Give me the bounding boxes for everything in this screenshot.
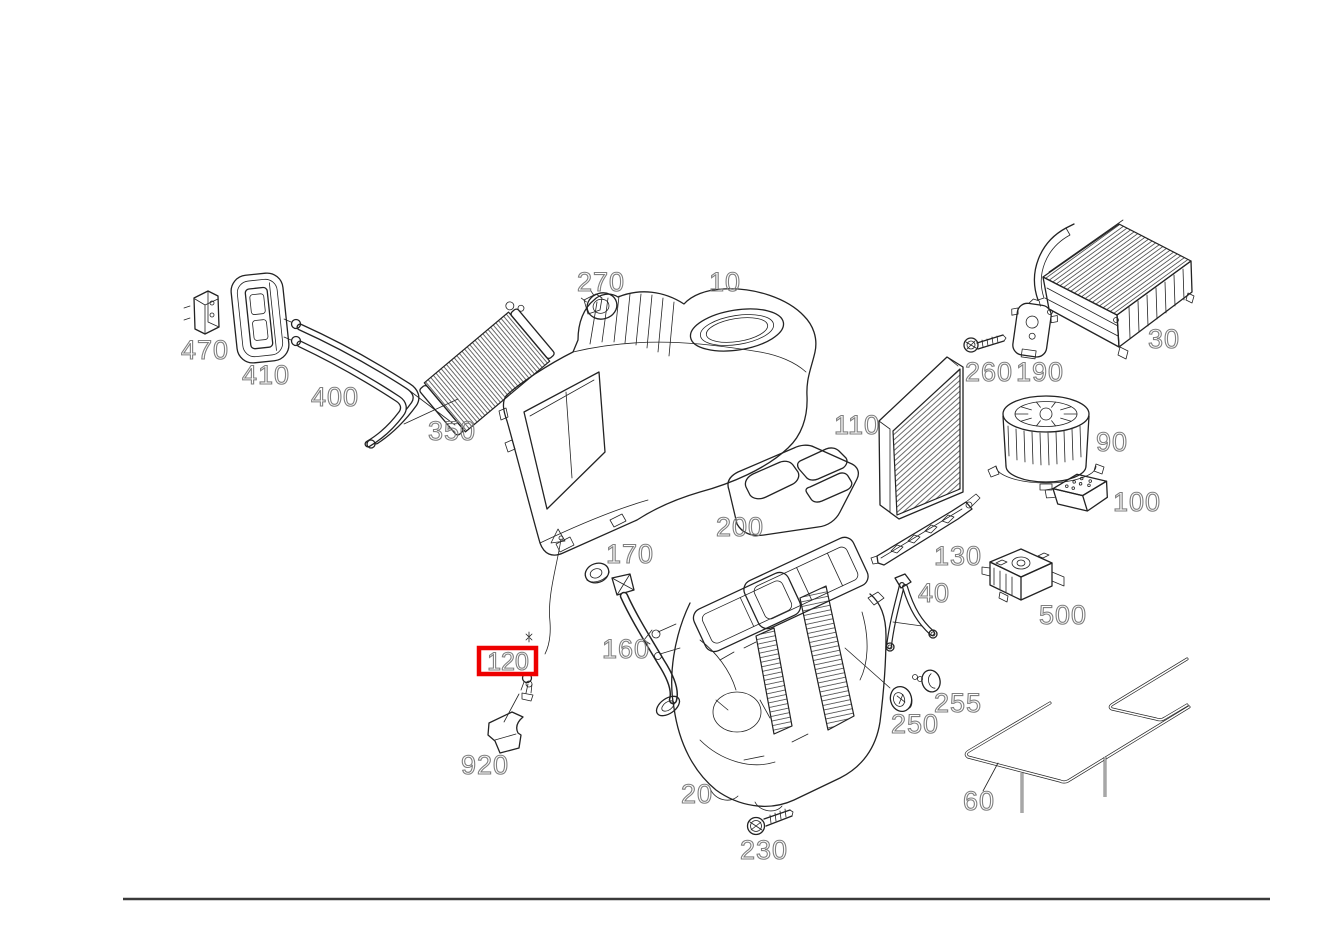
part-label-350[interactable]: 350: [427, 415, 476, 446]
part-label-500[interactable]: 500: [1038, 599, 1087, 630]
part-drawing-500: [981, 548, 1065, 603]
part-drawing-255: [912, 669, 941, 693]
part-label-130[interactable]: 130: [933, 540, 982, 571]
part-label-160[interactable]: 160: [601, 633, 650, 664]
part-label-260[interactable]: 260: [964, 356, 1013, 387]
part-drawing-200: [727, 444, 859, 537]
part-drawing-190: [1011, 298, 1058, 360]
part-label-200[interactable]: 200: [715, 511, 764, 542]
part-label-410[interactable]: 410: [241, 359, 290, 390]
part-drawing-160: [611, 573, 681, 717]
part-drawing-120: [503, 535, 564, 723]
part-drawing-30: [1033, 219, 1195, 360]
part-label-170[interactable]: 170: [605, 538, 654, 569]
part-label-10[interactable]: 10: [708, 266, 741, 297]
part-drawing-110: [878, 356, 964, 520]
part-drawing-40: [885, 573, 938, 652]
part-drawing-410: [230, 272, 290, 364]
part-label-40[interactable]: 40: [917, 577, 950, 608]
part-drawing-470: [183, 290, 220, 335]
part-label-270[interactable]: 270: [576, 266, 625, 297]
part-label-20[interactable]: 20: [680, 778, 713, 809]
part-drawing-130: [870, 493, 981, 566]
part-drawing-10: [498, 288, 817, 556]
part-label-250[interactable]: 250: [890, 708, 939, 739]
part-drawing-90: [987, 395, 1105, 491]
part-label-100[interactable]: 100: [1112, 486, 1161, 517]
part-drawing-20: [643, 536, 891, 812]
part-drawing-350: [419, 301, 555, 436]
part-label-110[interactable]: 110: [833, 409, 880, 440]
part-drawing-60: [964, 657, 1191, 813]
part-label-920[interactable]: 920: [460, 749, 509, 780]
part-label-90[interactable]: 90: [1095, 426, 1128, 457]
part-label-190[interactable]: 190: [1015, 356, 1064, 387]
part-drawing-920: [487, 711, 524, 754]
highlight-box-120[interactable]: [476, 645, 539, 677]
part-label-60[interactable]: 60: [962, 785, 995, 816]
part-label-30[interactable]: 30: [1147, 323, 1180, 354]
part-label-255[interactable]: 255: [933, 687, 982, 718]
part-drawing-260: [963, 334, 1007, 353]
part-drawing-400: [283, 318, 459, 449]
part-drawing-100: [1044, 473, 1108, 512]
part-label-400[interactable]: 400: [310, 381, 359, 412]
part-label-120-highlighted[interactable]: 120: [487, 647, 530, 676]
part-drawing-250: [889, 685, 913, 713]
part-drawing-170: [584, 562, 610, 584]
part-drawing-230: [746, 808, 794, 836]
part-label-230[interactable]: 230: [739, 834, 788, 865]
part-label-470[interactable]: 470: [180, 334, 229, 365]
